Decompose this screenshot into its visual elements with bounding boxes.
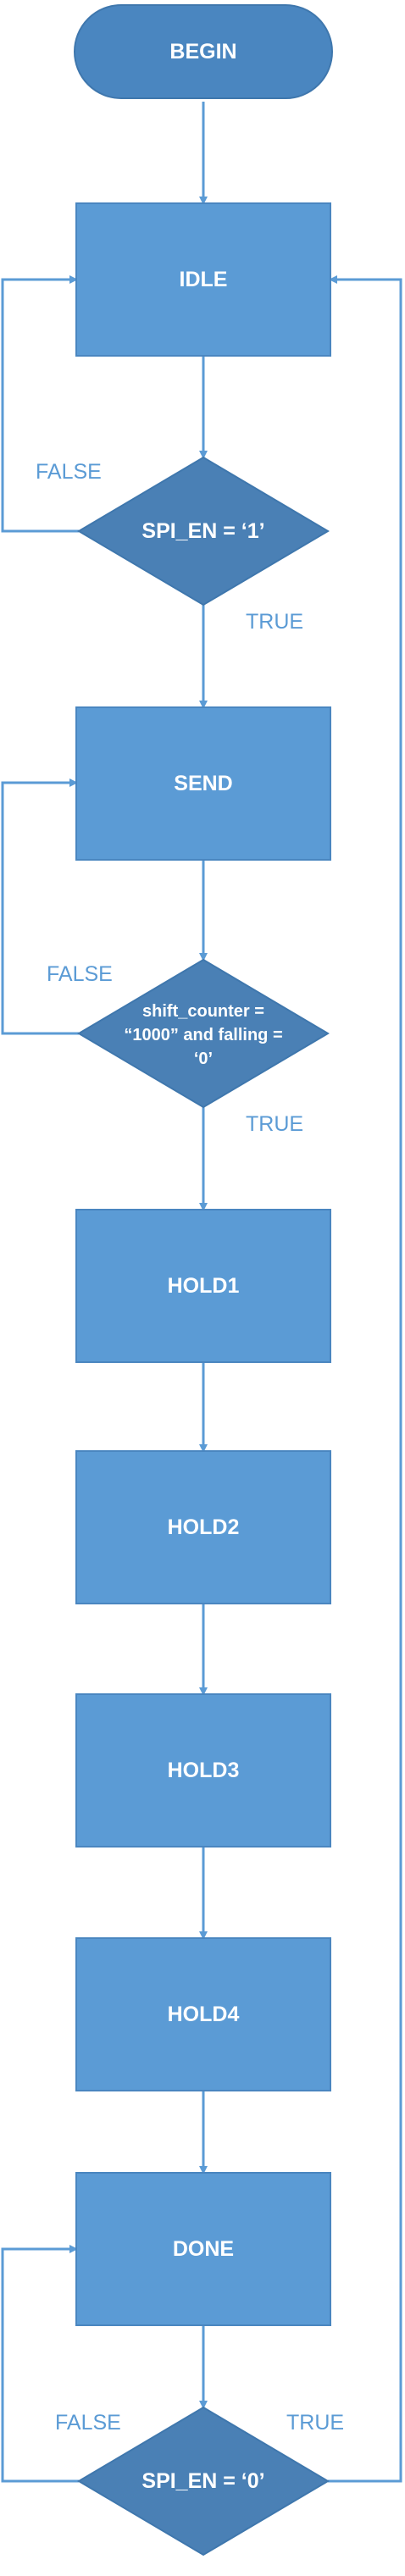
- edge-spi-en-1-false-to-idle: [1, 275, 79, 533]
- hold4-state: HOLD4: [75, 1937, 331, 2091]
- decision-spi-en-1-label: SPI_EN = ‘1’: [141, 519, 264, 543]
- decision-shift-counter: shift_counter = “1000” and falling = ‘0’: [77, 958, 330, 1109]
- decision-spi-en-0-label: SPI_EN = ‘0’: [141, 2469, 264, 2493]
- edge-spi-en-0-false-to-done: [1, 2245, 79, 2483]
- idle-state: IDLE: [75, 202, 331, 357]
- hold2-label: HOLD2: [168, 1515, 240, 1539]
- done-label: DONE: [173, 2237, 234, 2261]
- send-state: SEND: [75, 706, 331, 861]
- idle-label: IDLE: [180, 268, 228, 291]
- begin-terminal: BEGIN: [74, 4, 333, 99]
- hold2-state: HOLD2: [75, 1450, 331, 1604]
- edge-labels: FALSE TRUE FALSE TRUE FALSE TRUE: [36, 460, 344, 2435]
- hold4-label: HOLD4: [168, 2003, 240, 2026]
- decision-spi-en-1: SPI_EN = ‘1’: [77, 456, 330, 607]
- label-idle-false: FALSE: [36, 460, 102, 484]
- decision-spi-en-0: SPI_EN = ‘0’: [77, 2406, 330, 2557]
- hold1-label: HOLD1: [168, 1274, 240, 1298]
- done-state: DONE: [75, 2172, 331, 2326]
- label-done-true: TRUE: [286, 2411, 344, 2435]
- label-send-false: FALSE: [47, 962, 113, 986]
- decision-shift-line-2: “1000” and falling =: [124, 1026, 282, 1044]
- hold1-state: HOLD1: [75, 1209, 331, 1363]
- label-done-false: FALSE: [55, 2411, 121, 2435]
- decision-shift-line-1: shift_counter =: [142, 1002, 264, 1021]
- edge-shift-false-to-send: [1, 778, 79, 1035]
- label-idle-true: TRUE: [246, 610, 303, 634]
- decision-shift-line-3: ‘0’: [194, 1050, 213, 1068]
- label-send-true: TRUE: [246, 1112, 303, 1136]
- send-label: SEND: [174, 772, 232, 795]
- begin-label: BEGIN: [169, 40, 236, 64]
- hold3-label: HOLD3: [168, 1759, 240, 1782]
- edge-spi-en-0-true-to-idle: [328, 275, 402, 2483]
- hold3-state: HOLD3: [75, 1693, 331, 1848]
- connectors: [1, 102, 402, 2483]
